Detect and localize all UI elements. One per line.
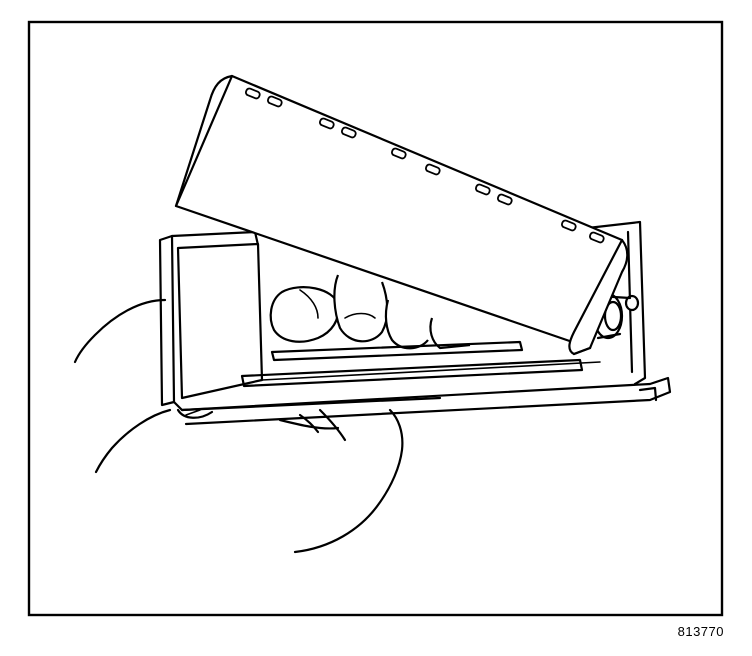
figure-frame <box>27 20 724 617</box>
mounting-bracket-icon <box>158 220 672 426</box>
module-vent-slots <box>245 87 605 244</box>
electronic-module-icon <box>174 74 629 356</box>
hand-icon <box>73 274 471 554</box>
figure-number: 813770 <box>677 624 724 639</box>
